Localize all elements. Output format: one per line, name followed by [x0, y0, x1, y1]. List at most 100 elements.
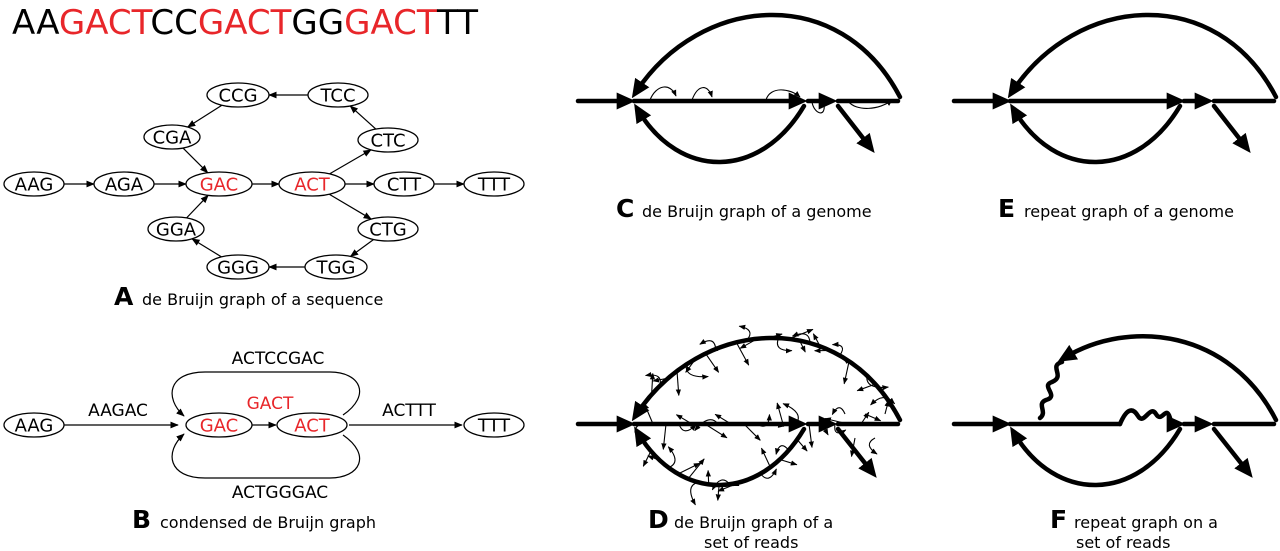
c-upper-arc [631, 12, 903, 100]
c-tip-3 [765, 89, 801, 101]
d-error-tip [866, 375, 889, 391]
sequence-segment: GACT [344, 3, 438, 43]
node-ctg [357, 216, 419, 242]
panel-f-letter: F [1050, 505, 1067, 534]
d-error-tip [677, 462, 701, 475]
edge-ctc-tcc [349, 105, 377, 130]
d-error-tip [760, 468, 777, 479]
d-error-tip [767, 333, 783, 339]
d-error-tip [821, 423, 829, 436]
d-error-tip [661, 423, 667, 450]
panel-a-letter: A [114, 282, 134, 311]
panel-b-caption: condensed de Bruijn graph [160, 513, 376, 532]
d-error-tip [824, 417, 849, 425]
d-error-tip [842, 358, 859, 369]
sequence-segment: TT [436, 3, 478, 43]
d-error-tip [761, 447, 771, 468]
d-error-tip [769, 422, 785, 428]
node-act [276, 412, 348, 438]
d-error-tip [776, 337, 793, 354]
sequence-segment: CC [150, 3, 197, 43]
node-gac [185, 412, 253, 438]
panel-d-graph [575, 324, 903, 506]
node-ccg [206, 82, 270, 108]
d-upper-arc [631, 335, 903, 423]
panel-e-caption: repeat graph of a genome [1024, 202, 1234, 221]
d-error-tip [735, 342, 750, 366]
d-error-tips [634, 324, 896, 506]
node-tcc [307, 82, 369, 108]
e-upper-arc [1007, 12, 1279, 100]
d-error-tip [812, 333, 821, 347]
node-ctc [357, 127, 419, 153]
d-error-tip [685, 364, 709, 380]
c-lower-arc [634, 103, 807, 165]
panel-f-caption-line2: set of reads [1076, 533, 1170, 551]
d-error-tip [699, 338, 717, 350]
node-ttt-label: TTT [477, 175, 511, 196]
edge-label-bottom-loop: ACTGGGAC [232, 483, 328, 503]
edge-ctg-tgg [349, 239, 374, 257]
node-ttt [463, 171, 525, 197]
f-repeat-bubble [1117, 408, 1173, 427]
d-error-tip [714, 413, 732, 425]
d-error-tip [782, 403, 799, 425]
node-aag-label: AAG [15, 175, 54, 196]
node-aga-label: AGA [105, 175, 144, 196]
d-error-tip [643, 402, 654, 425]
d-error-tip [882, 392, 896, 405]
node-ttt [463, 412, 525, 438]
d-error-tip [739, 338, 758, 349]
edge-act-ctg [328, 193, 372, 220]
d-error-tip [647, 455, 660, 461]
panel-f-caption-line1: repeat graph on a [1074, 513, 1218, 532]
f-upper-squiggle [1037, 359, 1065, 421]
node-gga [147, 216, 205, 242]
d-error-tip [831, 407, 846, 416]
d-error-tip [868, 437, 878, 455]
d-error-tip [678, 423, 697, 432]
edge-label-top-loop: ACTCCGAC [232, 349, 325, 369]
node-gac-label: GAC [200, 175, 239, 196]
panel-c-letter: C [616, 194, 634, 223]
d-error-tip [642, 450, 652, 467]
f-upper-arc [1057, 333, 1279, 423]
d-error-tip [705, 469, 711, 485]
panel-b-letter: B [132, 505, 151, 534]
f-lower-arc [1010, 426, 1183, 488]
node-ctt-label: CTT [387, 175, 422, 196]
d-error-tip [711, 479, 731, 491]
sequence-text: AAGACTCCGACTGGGACTTT [12, 3, 478, 43]
edge-label-gact: GACT [247, 394, 294, 414]
d-error-tip [715, 484, 721, 501]
d-error-tip [788, 328, 814, 340]
node-aag [3, 171, 65, 197]
node-gga-label: GGA [156, 220, 197, 241]
node-tgg-label: TGG [316, 258, 356, 279]
c-tip-2 [691, 87, 713, 101]
node-act-label: ACT [294, 416, 331, 437]
c-exit-arrow [835, 103, 875, 153]
node-aag [3, 412, 65, 438]
d-error-tip [717, 481, 741, 492]
d-error-tip [652, 377, 669, 383]
c-tip-1 [649, 86, 677, 101]
d-error-tip [675, 370, 681, 397]
node-ttt-label: TTT [477, 416, 511, 437]
d-error-tip [808, 423, 814, 449]
d-error-tip [860, 411, 870, 425]
node-cga [143, 124, 201, 150]
panel-d-letter: D [648, 505, 669, 534]
node-ggg-label: GGG [217, 258, 259, 279]
d-error-tip [791, 331, 811, 344]
panel-c-caption: de Bruijn graph of a genome [642, 202, 872, 221]
panel-e-letter: E [998, 194, 1015, 223]
d-error-tip [738, 324, 751, 341]
panel-d-caption-line1: de Bruijn graph of a [674, 513, 833, 532]
e-exit-arrow [1211, 103, 1251, 153]
node-ctg-label: CTG [369, 220, 407, 241]
node-ggg [206, 254, 270, 280]
panel-a-caption: de Bruijn graph of a sequence [142, 290, 383, 309]
d-error-tip [644, 371, 661, 387]
